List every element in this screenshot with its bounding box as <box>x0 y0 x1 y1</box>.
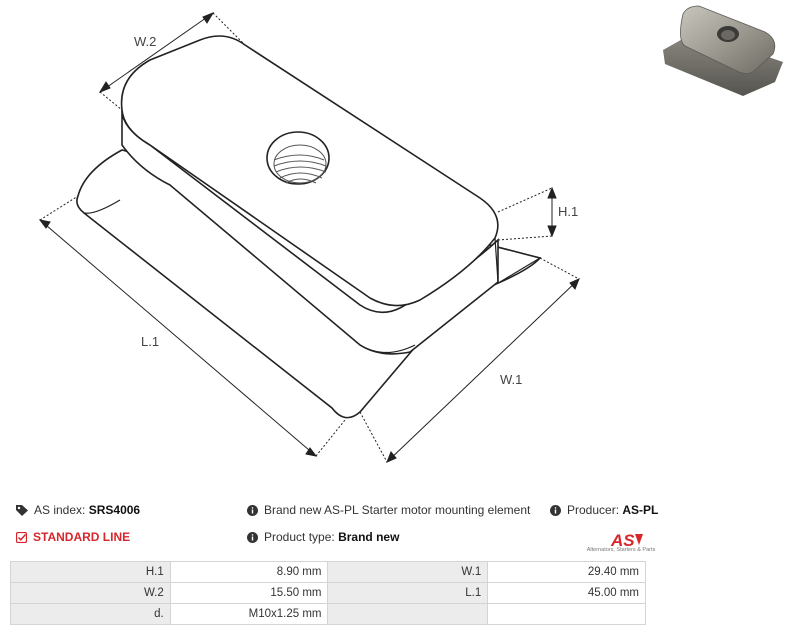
info-icon <box>247 505 258 519</box>
table-row: W.2 15.50 mm L.1 45.00 mm <box>10 582 646 604</box>
info-icon <box>247 532 258 546</box>
product-type-row: Product type: Brand new <box>247 530 399 546</box>
block-bottom-edge <box>359 344 416 354</box>
spec-key: L.1 <box>327 582 489 604</box>
label-w1: W.1 <box>500 372 522 387</box>
as-index-value: SRS4006 <box>88 503 141 517</box>
table-row: d. M10x1.25 mm <box>10 603 646 625</box>
spec-value: 15.50 mm <box>169 582 329 604</box>
producer-row: Producer: AS-PL <box>550 503 658 519</box>
spec-value <box>487 603 646 625</box>
product-photo-thumbnail <box>663 5 783 96</box>
product-type-value: Brand new <box>338 530 400 544</box>
block-end-edge <box>494 237 499 283</box>
standard-line-row: STANDARD LINE <box>15 530 131 546</box>
tag-icon <box>16 505 28 519</box>
base-side-edge <box>499 257 541 283</box>
as-pl-logo: AS <box>610 531 643 550</box>
spec-key: W.2 <box>10 582 171 604</box>
spec-key <box>327 603 489 625</box>
label-w2: W.2 <box>134 34 156 49</box>
dimension-w2 <box>98 11 246 111</box>
as-index-label: AS index: <box>34 503 86 517</box>
standard-line-label: STANDARD LINE <box>33 530 131 544</box>
info-icon <box>550 505 561 519</box>
label-l1: L.1 <box>141 334 159 349</box>
dimension-w1 <box>359 257 580 463</box>
description-text: Brand new AS-PL Starter motor mounting e… <box>264 503 531 517</box>
spec-value: 8.90 mm <box>169 561 329 583</box>
technical-drawing: W.2 H.1 L.1 W.1 <box>38 11 580 463</box>
table-row: H.1 8.90 mm W.1 29.40 mm <box>10 561 646 583</box>
dimension-h1 <box>497 186 557 241</box>
svg-text:AS: AS <box>610 531 635 550</box>
spec-value: 29.40 mm <box>487 561 646 583</box>
product-type-label: Product type: <box>264 530 335 544</box>
spec-key: d. <box>10 603 171 625</box>
spec-value: M10x1.25 mm <box>169 603 329 625</box>
producer-label: Producer: <box>567 503 620 517</box>
spec-table: H.1 8.90 mm W.1 29.40 mm W.2 15.50 mm L.… <box>10 561 646 625</box>
logo-tagline: Alternators, Starters & Parts <box>586 547 656 553</box>
dimension-l1 <box>38 195 346 457</box>
as-index-row: AS index: SRS4006 <box>16 503 140 519</box>
description-row: Brand new AS-PL Starter motor mounting e… <box>247 503 530 519</box>
producer-value: AS-PL <box>622 503 659 517</box>
threaded-hole <box>266 131 330 185</box>
spec-key: H.1 <box>10 561 171 583</box>
spec-value: 45.00 mm <box>487 582 646 604</box>
label-h1: H.1 <box>558 204 578 219</box>
checkbox-checked-icon <box>15 531 28 546</box>
base-plate-edge <box>83 199 121 214</box>
spec-key: W.1 <box>327 561 489 583</box>
